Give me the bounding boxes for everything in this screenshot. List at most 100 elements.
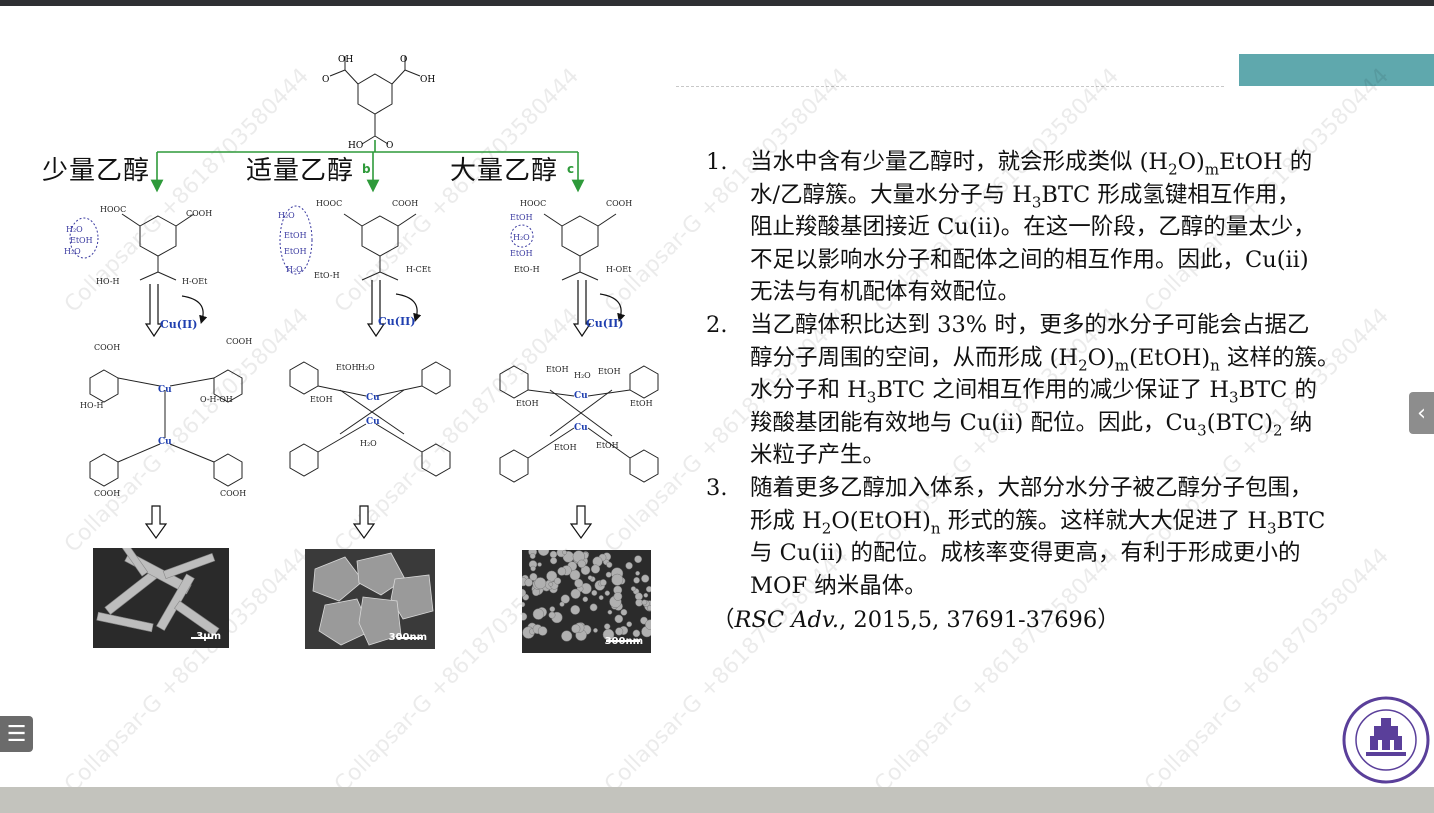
- mol-etoh-b2: EtOH: [336, 363, 359, 372]
- branch-tag-b: b: [362, 162, 371, 176]
- header-rule: [676, 86, 1224, 87]
- complex-a: [89, 369, 243, 487]
- nanoparticle: [614, 614, 624, 624]
- nanoparticle: [605, 571, 612, 578]
- chevron-left-icon: ‹: [1417, 400, 1426, 426]
- cu-atom-b1: Cu: [366, 393, 380, 403]
- nanoparticle: [532, 608, 545, 620]
- text-segment: BTC 形成氢键相互作用，: [1041, 181, 1300, 208]
- mol-hooc-b: HOOC: [316, 199, 342, 208]
- list-item-line: 水/乙醇簇。大量水分子与 H3BTC 形成氢键相互作用，: [750, 179, 1418, 212]
- mol-etoh-c6: EtOH: [554, 443, 577, 452]
- branch-arrows: [150, 140, 585, 193]
- sem-image-octahedra: 300nm: [305, 549, 435, 649]
- citation-details: , 2015,5, 37691-37696: [839, 607, 1098, 634]
- list-item-line: 与 Cu(ii) 的配位。成核率变得更高，有利于形成更小的: [750, 537, 1418, 570]
- mol-cooh-a4: COOH: [94, 489, 120, 498]
- mol-hcet-b: H-CEt: [406, 265, 432, 274]
- mol-hooc-c: HOOC: [520, 199, 546, 208]
- subscript: 3: [1197, 421, 1207, 440]
- nanoparticle: [571, 624, 581, 634]
- solvated-btc-a: [69, 213, 195, 281]
- citation: （RSC Adv., 2015,5, 37691-37696）: [712, 604, 1418, 637]
- solvent-b2: EtOH: [284, 231, 307, 240]
- nanoparticle: [641, 599, 648, 606]
- nanoparticle: [570, 605, 581, 615]
- nanoparticle: [550, 557, 558, 565]
- nanoparticle: [530, 565, 536, 572]
- mol-etoh-c5: EtOH: [630, 399, 653, 408]
- nanoparticle: [548, 611, 556, 619]
- text-segment: MOF 纳米晶体。: [750, 572, 927, 599]
- mol-oh-1: OH: [338, 55, 353, 65]
- subscript: 2: [1168, 160, 1178, 179]
- prev-slide-button[interactable]: ‹: [1409, 392, 1434, 434]
- figure-drawing: OH O O OH HO O b c: [64, 55, 659, 540]
- solvent-b1: H₂O: [278, 211, 295, 220]
- text-segment: 当水中含有少量乙醇时，就会形成类似 (H: [750, 149, 1169, 175]
- mol-ohoh-a: O-H-OH: [200, 395, 233, 404]
- mechanism-explanation: 1.当水中含有少量乙醇时，就会形成类似 (H2O)mEtOH 的水/乙醇簇。大量…: [706, 146, 1418, 637]
- solvent-b3: EtOH: [284, 247, 307, 256]
- text-segment: 水分子和 H: [750, 377, 867, 404]
- citation-open: （: [712, 607, 735, 634]
- nanoparticle: [635, 570, 640, 576]
- text-segment: 随着更多乙醇加入体系，大部分水分子被乙醇分子包围，: [750, 474, 1313, 501]
- text-segment: 羧酸基团能有效地与 Cu(ii) 配位。因此，Cu: [750, 409, 1198, 436]
- text-segment: (BTC): [1206, 409, 1274, 436]
- list-item-line: 水分子和 H3BTC 之间相互作用的减少保证了 H3BTC 的: [750, 374, 1418, 407]
- column-label-low-ethanol: 少量乙醇: [42, 156, 151, 186]
- nanoparticle: [645, 586, 651, 593]
- mol-cooh-a: COOH: [186, 209, 212, 218]
- complex-b: [289, 361, 451, 477]
- nanoparticle: [641, 574, 650, 583]
- mol-etoh-b: EtO-H: [314, 271, 340, 280]
- text-segment: O): [1087, 344, 1115, 371]
- cu-label-c: Cu(II): [586, 317, 623, 330]
- nanoparticle: [546, 570, 558, 582]
- list-item-line: 随着更多乙醇加入体系，大部分水分子被乙醇分子包围，: [750, 472, 1418, 505]
- nanoparticle: [529, 572, 538, 581]
- solvent-b4: H₂O: [286, 265, 303, 274]
- text-segment: 形成 H: [750, 507, 822, 534]
- subscript: 2: [1273, 421, 1283, 440]
- list-item-line: 阻止羧酸基团接近 Cu(ii)。在这一阶段，乙醇的量太少，: [750, 211, 1418, 244]
- nanoparticle: [549, 606, 556, 612]
- slide-menu-button[interactable]: ☰: [0, 716, 33, 752]
- text-segment: BTC: [1276, 507, 1326, 534]
- accent-bar: [1239, 54, 1434, 86]
- nanoparticle: [598, 595, 604, 601]
- mol-h2o-b2: H₂O: [358, 363, 375, 372]
- nanoparticle: [570, 588, 581, 599]
- mol-etoh-c4: EtOH: [516, 399, 539, 408]
- mol-etoh-c3: EtOH: [598, 367, 621, 376]
- nanoparticle: [557, 567, 567, 576]
- nanoparticle: [577, 559, 586, 568]
- nanoparticle: [582, 596, 589, 603]
- mol-het-c: H-OEt: [606, 265, 632, 274]
- subscript: n: [1210, 356, 1220, 375]
- subscript: 2: [821, 519, 832, 538]
- mol-hooc-a: HOOC: [100, 205, 126, 214]
- nanoparticle: [625, 562, 633, 570]
- mol-etoh-b3: EtOH: [310, 395, 333, 404]
- text-segment: O): [1177, 149, 1205, 175]
- solvent-a2: EtOH: [70, 236, 93, 245]
- mol-etoh-c2: EtOH: [546, 365, 569, 374]
- solvated-btc-c: [510, 213, 617, 281]
- cu-atom-a1: Cu: [158, 385, 172, 395]
- mol-etoh-c: EtO-H: [514, 265, 540, 274]
- nanoparticle: [593, 628, 598, 633]
- mol-o-3: O: [386, 141, 393, 151]
- solvent-c3: EtOH: [510, 249, 533, 258]
- nanoparticle: [632, 629, 641, 638]
- branch-tag-c: c: [567, 162, 574, 176]
- list-item-number: 2.: [706, 311, 728, 338]
- mol-cooh-a5: COOH: [220, 489, 246, 498]
- mol-hoh-a2: HO-H: [80, 401, 104, 410]
- text-segment: 当乙醇体积比达到 33% 时，更多的水分子可能会占据乙: [750, 311, 1310, 338]
- nanoparticle: [646, 605, 651, 611]
- text-segment: EtOH 的: [1219, 149, 1313, 175]
- nanoparticle: [630, 586, 636, 592]
- nanoparticle: [633, 577, 640, 584]
